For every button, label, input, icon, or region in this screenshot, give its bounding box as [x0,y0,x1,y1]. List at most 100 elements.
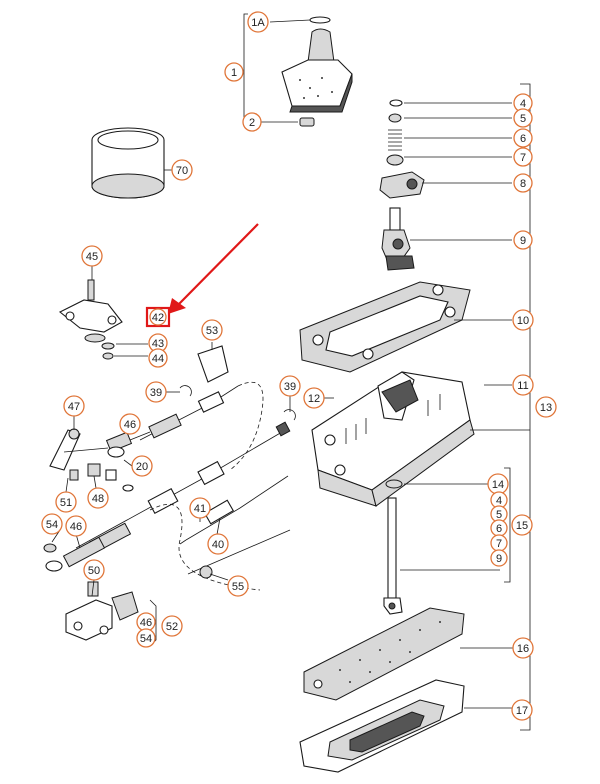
lever-block-part-52 [65,581,139,641]
callout-55[interactable]: 55 [227,575,249,597]
callout-label: 17 [516,705,528,717]
highlight-box [145,306,171,328]
callout-5-top[interactable]: 5 [513,108,533,128]
callout-label: 15 [516,520,528,532]
gear-knob [281,16,353,113]
callout-label: 7 [496,538,502,550]
callout-label: 16 [517,643,529,655]
callout-1A[interactable]: 1A [247,11,269,33]
callout-42[interactable]: 42 [149,308,167,326]
callout-6-top[interactable]: 6 [513,128,533,148]
callout-label: 53 [206,325,218,337]
circlip-39-right [283,409,296,421]
callout-45[interactable]: 45 [81,245,103,267]
callout-9-lower[interactable]: 9 [490,549,508,567]
callout-label: 5 [520,113,526,125]
callout-13[interactable]: 13 [535,396,557,418]
callout-6-lower[interactable]: 6 [490,519,508,537]
cable-end-46-upper [105,431,151,458]
callout-10[interactable]: 10 [512,309,534,331]
callout-label: 50 [88,565,100,577]
callout-label: 20 [136,461,148,473]
callout-53[interactable]: 53 [201,319,223,341]
bushing-48 [87,463,134,492]
callout-48[interactable]: 48 [87,487,109,509]
callout-label: 6 [496,523,502,535]
callout-label: 13 [540,402,552,414]
callout-label: 55 [232,581,244,593]
callout-2[interactable]: 2 [242,112,262,132]
callout-label: 48 [92,493,104,505]
callout-label: 8 [520,178,526,190]
callout-label: 12 [308,393,320,405]
relay-lever-part-47 [49,428,109,481]
shift-lever-part-9 [381,207,415,271]
callout-label: 6 [520,133,526,145]
callout-label: 41 [194,503,206,515]
callout-20[interactable]: 20 [131,455,153,477]
callout-16[interactable]: 16 [512,637,534,659]
callout-54-lower[interactable]: 54 [136,628,156,648]
selector-shaft-part-14 [383,479,403,615]
highlight-arrow [168,223,259,314]
callout-40[interactable]: 40 [207,533,229,555]
callout-label: 1 [231,67,237,79]
callout-14[interactable]: 14 [487,473,509,495]
gear-cable-part-41 [75,421,291,591]
callout-label: 43 [152,338,164,350]
callout-label: 39 [150,387,162,399]
clip-part-2 [299,117,315,127]
ring-part-70 [91,127,165,199]
shift-guide-part-8 [379,171,425,199]
callout-47[interactable]: 47 [63,395,85,417]
callout-label: 47 [68,401,80,413]
callout-label: 46 [124,419,136,431]
callout-label: 2 [249,117,255,129]
callout-50[interactable]: 50 [83,559,105,581]
callout-9-top[interactable]: 9 [513,230,533,250]
callout-label: 4 [520,98,526,110]
callout-label: 11 [517,380,528,392]
callout-label: 46 [140,617,152,629]
callout-label: 42 [152,312,164,324]
callout-15[interactable]: 15 [511,514,533,536]
callout-label: 44 [152,353,164,365]
callout-70[interactable]: 70 [171,159,193,181]
callout-54-upper[interactable]: 54 [41,513,63,535]
callout-label: 46 [70,521,82,533]
callout-label: 70 [176,165,188,177]
callout-label: 1A [251,17,265,29]
callout-51[interactable]: 51 [55,491,77,513]
spring-stack [386,99,404,166]
callout-11[interactable]: 11 [512,374,534,396]
callout-label: 7 [520,152,526,164]
callout-46-upper[interactable]: 46 [119,413,141,435]
callout-46-mid[interactable]: 46 [65,515,87,537]
callout-44[interactable]: 44 [148,348,168,368]
bracket-part-42 [58,279,123,360]
callout-label: 54 [46,519,58,531]
callout-label: 4 [496,495,502,507]
callout-8[interactable]: 8 [513,173,533,193]
callout-46-lower[interactable]: 46 [136,612,156,632]
callout-label: 9 [496,553,502,565]
circlip-39-left [179,385,192,397]
callout-7-lower[interactable]: 7 [490,534,508,552]
callout-label: 54 [140,633,152,645]
callout-7-top[interactable]: 7 [513,147,533,167]
callout-39-right[interactable]: 39 [279,375,301,397]
callout-41[interactable]: 41 [189,497,211,519]
callout-label: 51 [60,497,72,509]
callout-12[interactable]: 12 [303,387,325,409]
callout-label: 10 [517,315,529,327]
select-cable-part-40 [179,475,289,545]
callout-label: 14 [492,479,504,491]
callout-label: 45 [86,251,98,263]
callout-label: 39 [284,381,296,393]
callout-label: 52 [166,621,178,633]
callout-39-left[interactable]: 39 [145,381,167,403]
callout-1[interactable]: 1 [224,62,244,82]
callout-17[interactable]: 17 [511,699,533,721]
callout-52[interactable]: 52 [161,615,183,637]
